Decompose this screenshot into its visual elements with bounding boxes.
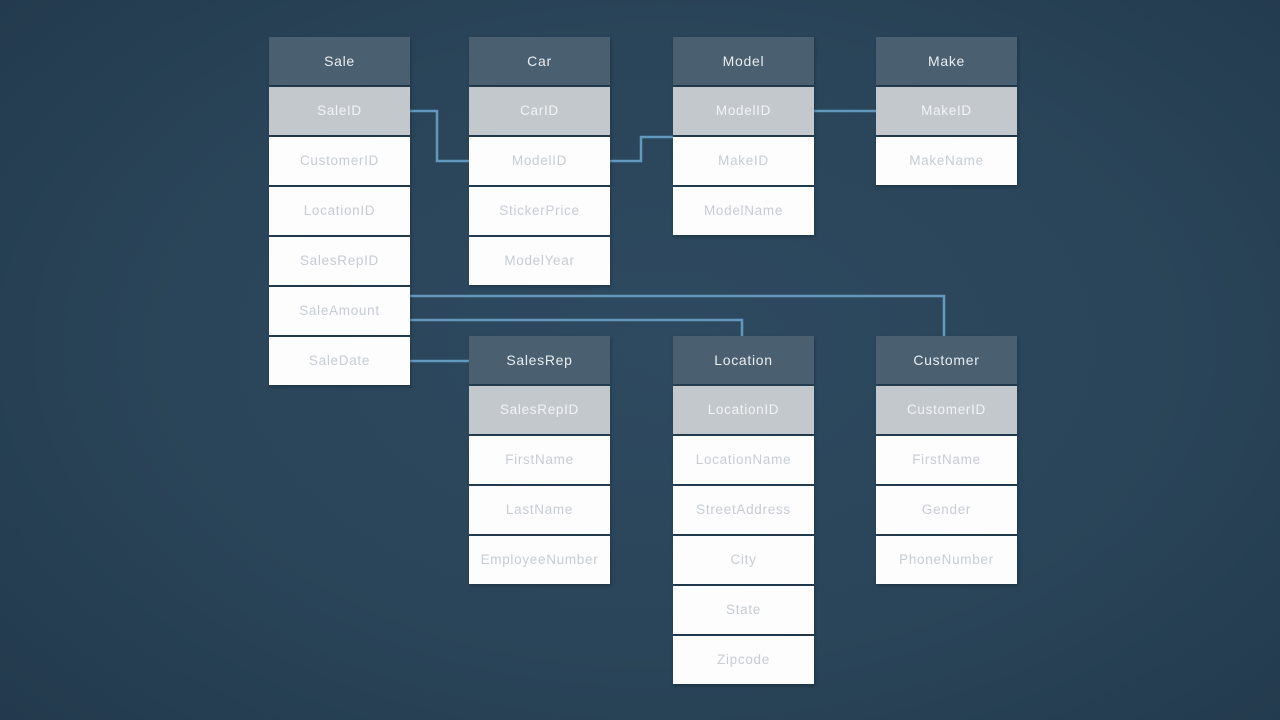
connector-sale-to-customer: [410, 294, 946, 336]
field-city: City: [673, 536, 814, 584]
field-phonenumber: PhoneNumber: [876, 536, 1017, 584]
key-field-locationid: LocationID: [673, 386, 814, 434]
table-title-customer: Customer: [876, 336, 1017, 384]
field-firstname: FirstName: [469, 436, 610, 484]
field-zipcode: Zipcode: [673, 636, 814, 684]
field-modelyear: ModelYear: [469, 237, 610, 285]
field-lastname: LastName: [469, 486, 610, 534]
field-gender: Gender: [876, 486, 1017, 534]
table-title-model: Model: [673, 37, 814, 85]
field-salesrepid: SalesRepID: [269, 237, 410, 285]
table-title-location: Location: [673, 336, 814, 384]
table-title-car: Car: [469, 37, 610, 85]
field-customerid: CustomerID: [269, 137, 410, 185]
field-modelname: ModelName: [673, 187, 814, 235]
field-state: State: [673, 586, 814, 634]
connector-car-modelid-to-model: [610, 135, 673, 163]
field-firstname: FirstName: [876, 436, 1017, 484]
table-title-salesrep: SalesRep: [469, 336, 610, 384]
connector-sale-to-location: [410, 318, 744, 336]
field-makeid: MakeID: [673, 137, 814, 185]
field-makename: MakeName: [876, 137, 1017, 185]
key-field-saleid: SaleID: [269, 87, 410, 135]
key-field-modelid: ModelID: [673, 87, 814, 135]
key-field-salesrepid: SalesRepID: [469, 386, 610, 434]
key-field-customerid: CustomerID: [876, 386, 1017, 434]
field-locationid: LocationID: [269, 187, 410, 235]
field-modelid: ModelID: [469, 137, 610, 185]
field-saleamount: SaleAmount: [269, 287, 410, 335]
key-field-carid: CarID: [469, 87, 610, 135]
field-stickerprice: StickerPrice: [469, 187, 610, 235]
connector-sale-saleid-to-car-modelid: [410, 109, 469, 163]
field-streetaddress: StreetAddress: [673, 486, 814, 534]
field-employeenumber: EmployeeNumber: [469, 536, 610, 584]
table-title-sale: Sale: [269, 37, 410, 85]
field-locationname: LocationName: [673, 436, 814, 484]
table-title-make: Make: [876, 37, 1017, 85]
field-saledate: SaleDate: [269, 337, 410, 385]
key-field-makeid: MakeID: [876, 87, 1017, 135]
